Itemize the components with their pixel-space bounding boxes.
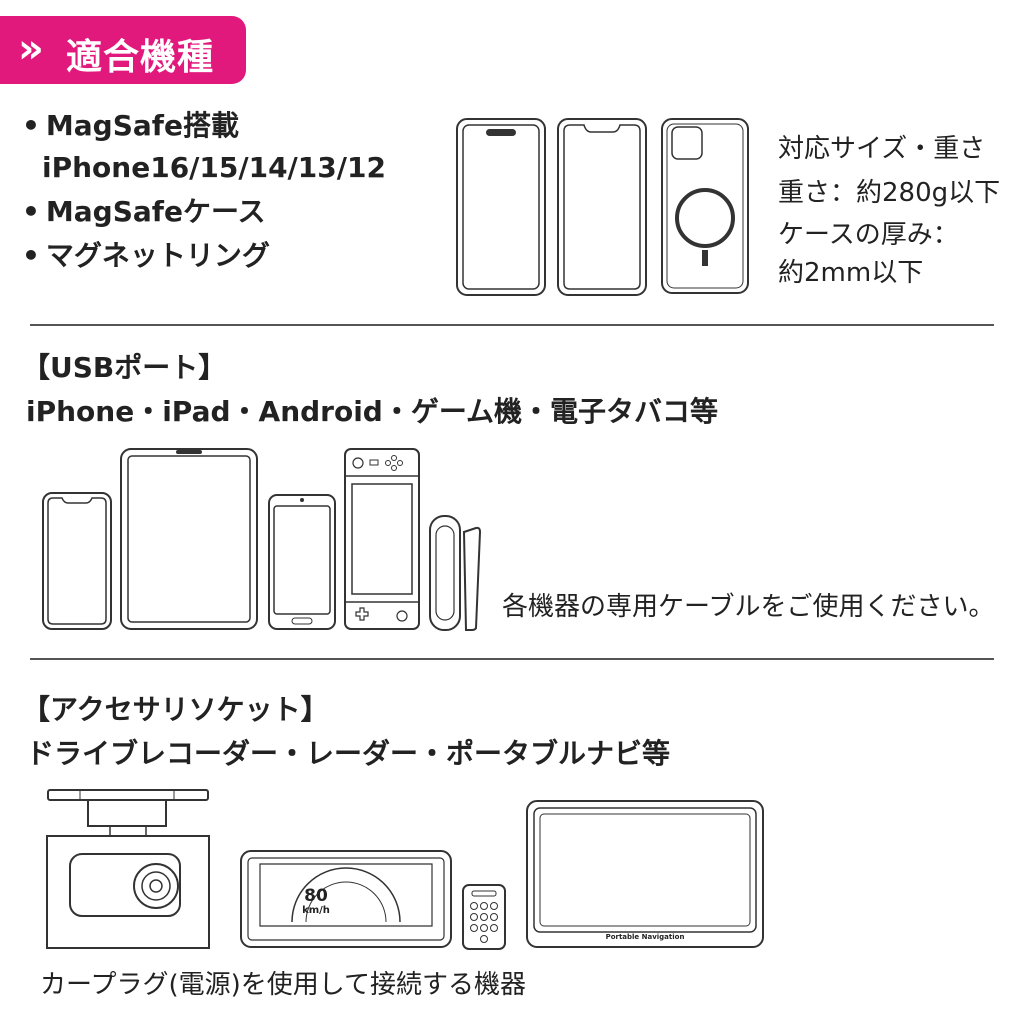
section-title: 適合機種 <box>66 37 215 78</box>
spec-weight: 重さ：約280g以下 <box>778 178 1001 208</box>
usb-heading: 【USBポート】 <box>22 351 227 384</box>
magsafe-item-1: MagSafe搭載 <box>22 112 239 140</box>
accessory-heading: 【アクセサリソケット】 <box>22 693 329 726</box>
e-cigarette-icon <box>428 512 484 632</box>
speed-value: 80 <box>304 886 328 906</box>
spec-title: 対応サイズ・重さ <box>778 134 986 164</box>
handheld-game-console-icon <box>344 448 420 630</box>
radar-detector-icon <box>240 850 452 948</box>
accessory-device-list: ドライブレコーダー・レーダー・ポータブルナビ等 <box>26 737 671 770</box>
remote-control-icon <box>462 884 506 950</box>
chevron-right-icon: » <box>18 26 44 72</box>
phone-notch-illustration <box>557 118 647 296</box>
accessory-note: カープラグ(電源)を使用して接続する機器 <box>40 970 526 1000</box>
portable-navigation-icon <box>526 800 764 948</box>
magsafe-item-ring: マグネットリング <box>22 242 270 270</box>
tablet-icon <box>120 448 258 630</box>
dashcam-icon <box>46 788 210 950</box>
section-divider-2 <box>30 658 994 660</box>
magsafe-item-models: iPhone16/15/14/13/12 <box>42 151 386 184</box>
android-phone-icon <box>268 494 336 630</box>
section-header-tab: » 適合機種 <box>0 16 246 84</box>
spec-case-value: 約2mm以下 <box>778 258 924 288</box>
speed-unit: km/h <box>302 905 330 916</box>
smartphone-icon <box>42 492 112 630</box>
spec-case-label: ケースの厚み： <box>778 220 959 250</box>
phone-front-illustration <box>456 118 546 296</box>
nav-device-label: Portable Navigation <box>605 933 685 941</box>
magsafe-item-case: MagSafeケース <box>22 198 266 226</box>
usb-cable-note: 各機器の専用ケーブルをご使用ください。 <box>502 592 995 622</box>
section-divider-1 <box>30 324 994 326</box>
usb-device-list: iPhone・iPad・Android・ゲーム機・電子タバコ等 <box>26 395 719 428</box>
magsafe-case-illustration <box>661 118 749 294</box>
